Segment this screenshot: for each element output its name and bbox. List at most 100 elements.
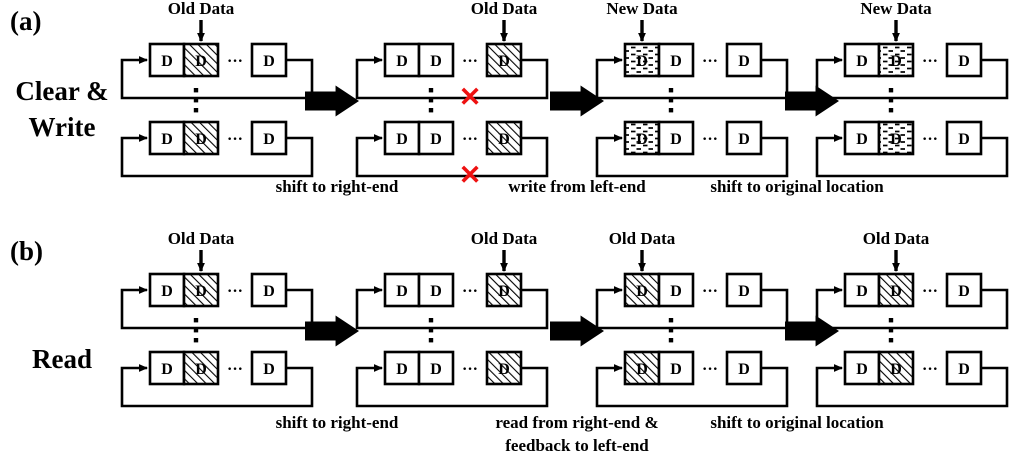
register-cell-label: D <box>670 53 682 70</box>
register-cell-label: D <box>430 53 442 70</box>
row-label: Read <box>32 344 92 374</box>
data-input-label: Old Data <box>863 229 930 248</box>
register-cell-label: D <box>498 361 510 378</box>
transition-arrow <box>550 85 604 117</box>
register-cell-label: D <box>195 131 207 148</box>
register-cell <box>485 272 523 308</box>
blocked-x-icon: ✕ <box>459 160 482 190</box>
register-cell <box>725 350 763 386</box>
register-cell-label: D <box>890 283 902 300</box>
feedback-loop <box>595 364 789 408</box>
feedback-loop <box>120 134 314 178</box>
horizontal-ellipsis: ··· <box>702 283 718 300</box>
register-cell-label: D <box>856 53 868 70</box>
register-cell <box>877 42 915 78</box>
register-cell-label: D <box>263 53 275 70</box>
register-cell-label: D <box>430 283 442 300</box>
feedback-loop <box>815 364 1009 408</box>
vertical-ellipsis-dot <box>428 338 434 343</box>
feedback-loop <box>595 286 789 330</box>
register-cell <box>725 120 763 156</box>
horizontal-ellipsis: ··· <box>462 361 478 378</box>
register-cell <box>843 42 881 78</box>
register-cell <box>485 350 523 386</box>
register-cell-label: D <box>195 283 207 300</box>
register-cell <box>182 272 220 308</box>
feedback-loop <box>595 56 789 100</box>
register-cell <box>725 42 763 78</box>
vertical-ellipsis-dot <box>193 328 199 333</box>
horizontal-ellipsis: ··· <box>462 283 478 300</box>
register-cell <box>250 120 288 156</box>
register-cell-label: D <box>670 131 682 148</box>
register-cell <box>877 272 915 308</box>
register-cell-label: D <box>396 361 408 378</box>
register-cell-label: D <box>670 361 682 378</box>
register-cell-label: D <box>856 131 868 148</box>
horizontal-ellipsis: ··· <box>702 131 718 148</box>
step-caption: feedback to left-end <box>505 436 649 455</box>
register-cell <box>657 272 695 308</box>
transition-arrow <box>785 315 839 347</box>
transition-arrow <box>785 85 839 117</box>
feedback-loop <box>120 364 314 408</box>
data-input-label: Old Data <box>168 0 235 18</box>
register-cell <box>623 120 661 156</box>
vertical-ellipsis-dot <box>428 318 434 323</box>
register-cell <box>485 42 523 78</box>
register-cell-label: D <box>195 53 207 70</box>
horizontal-ellipsis: ··· <box>922 53 938 70</box>
vertical-ellipsis-dot <box>668 98 674 103</box>
vertical-ellipsis-dot <box>668 318 674 323</box>
register-cell-label: D <box>263 283 275 300</box>
blocked-x-icon: ✕ <box>459 82 482 112</box>
horizontal-ellipsis: ··· <box>227 361 243 378</box>
register-cell <box>148 120 186 156</box>
register-cell-label: D <box>958 131 970 148</box>
feedback-loop <box>355 134 549 178</box>
register-cell-label: D <box>738 53 750 70</box>
register-cell <box>485 120 523 156</box>
register-cell <box>417 42 455 78</box>
transition-arrow <box>305 85 359 117</box>
vertical-ellipsis-dot <box>193 338 199 343</box>
register-cell <box>877 350 915 386</box>
register-cell-label: D <box>396 131 408 148</box>
data-input-label: Old Data <box>471 229 538 248</box>
vertical-ellipsis-dot <box>428 108 434 113</box>
data-input-label: New Data <box>860 0 932 18</box>
register-cell <box>945 350 983 386</box>
feedback-loop <box>120 56 314 100</box>
register-cell-label: D <box>890 361 902 378</box>
step-caption: shift to original location <box>710 413 884 432</box>
register-cell <box>383 350 421 386</box>
vertical-ellipsis-dot <box>668 88 674 93</box>
register-cell <box>182 42 220 78</box>
vertical-ellipsis-dot <box>668 338 674 343</box>
feedback-loop <box>815 56 1009 100</box>
register-cell-label: D <box>396 283 408 300</box>
vertical-ellipsis-dot <box>668 328 674 333</box>
register-cell <box>250 42 288 78</box>
register-cell-label: D <box>636 131 648 148</box>
vertical-ellipsis-dot <box>428 328 434 333</box>
feedback-loop <box>355 364 549 408</box>
register-cell <box>250 350 288 386</box>
register-cell-label: D <box>636 283 648 300</box>
register-cell <box>843 350 881 386</box>
